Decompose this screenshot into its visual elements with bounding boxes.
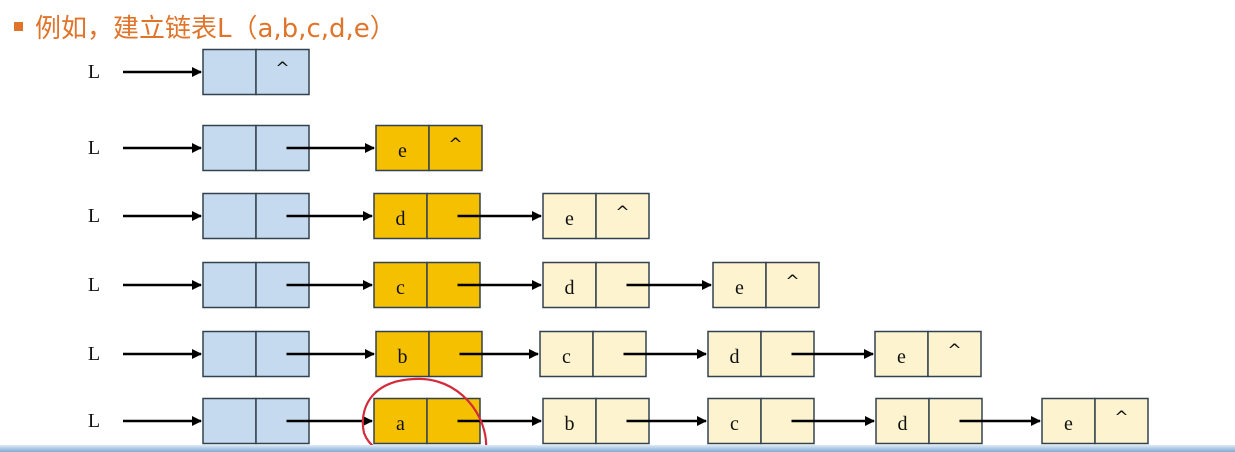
- list-node: e^: [375, 124, 483, 172]
- pointer-cell: [595, 192, 650, 240]
- data-cell: [202, 397, 257, 445]
- data-cell: [707, 330, 762, 378]
- node-value: c: [562, 346, 571, 368]
- data-cell: [542, 261, 597, 309]
- bullet-icon: [14, 21, 23, 31]
- node-value: b: [398, 346, 408, 368]
- node-value: c: [730, 413, 739, 435]
- bottom-bar: [0, 445, 1235, 452]
- list-node: d: [373, 192, 481, 240]
- node-value: d: [898, 413, 908, 435]
- head-node: [202, 261, 310, 309]
- node-value: e: [897, 346, 906, 368]
- list-node: e^: [712, 261, 820, 309]
- title-text: 例如，建立链表L（a,b,c,d,e）: [35, 13, 396, 44]
- null-marker: ^: [947, 341, 961, 361]
- list-label: L: [88, 343, 100, 365]
- node-value: e: [565, 208, 574, 230]
- list-label: L: [88, 137, 100, 159]
- head-node: ^: [202, 48, 310, 96]
- list-node: c: [373, 261, 481, 309]
- pointer-cell: [927, 330, 982, 378]
- pointer-cell: [1094, 397, 1149, 445]
- data-cell: [1041, 397, 1096, 445]
- data-cell: [712, 261, 767, 309]
- null-marker: ^: [615, 203, 629, 223]
- list-node: b: [542, 397, 650, 445]
- list-label: L: [88, 61, 100, 83]
- list-node: c: [539, 330, 647, 378]
- node-value: e: [735, 277, 744, 299]
- node-value: a: [396, 413, 405, 435]
- pointer-cell: [765, 261, 820, 309]
- list-node: d: [542, 261, 650, 309]
- node-value: e: [1064, 413, 1073, 435]
- list-node: e^: [542, 192, 650, 240]
- data-cell: [202, 330, 257, 378]
- list-label: L: [88, 274, 100, 296]
- slide-title: 例如，建立链表L（a,b,c,d,e）: [14, 6, 396, 46]
- node-value: c: [396, 277, 405, 299]
- list-node: d: [875, 397, 983, 445]
- null-marker: ^: [1114, 408, 1128, 428]
- data-cell: [202, 124, 257, 172]
- data-cell: [202, 48, 257, 96]
- data-cell: [373, 397, 428, 445]
- list-node: d: [707, 330, 815, 378]
- data-cell: [202, 261, 257, 309]
- list-node: e^: [1041, 397, 1149, 445]
- null-marker: ^: [785, 272, 799, 292]
- node-value: d: [396, 208, 406, 230]
- data-cell: [539, 330, 594, 378]
- data-cell: [373, 261, 428, 309]
- node-value: b: [565, 413, 575, 435]
- null-marker: ^: [275, 59, 289, 79]
- list-node: b: [375, 330, 483, 378]
- node-value: d: [730, 346, 740, 368]
- node-value: d: [565, 277, 575, 299]
- list-label: L: [88, 410, 100, 432]
- head-node: [202, 192, 310, 240]
- list-node: e^: [874, 330, 982, 378]
- null-marker: ^: [448, 135, 462, 155]
- data-cell: [542, 397, 597, 445]
- pointer-cell: [428, 124, 483, 172]
- node-value: e: [398, 140, 407, 162]
- list-label: L: [88, 205, 100, 227]
- data-cell: [202, 192, 257, 240]
- pointer-cell: [255, 48, 310, 96]
